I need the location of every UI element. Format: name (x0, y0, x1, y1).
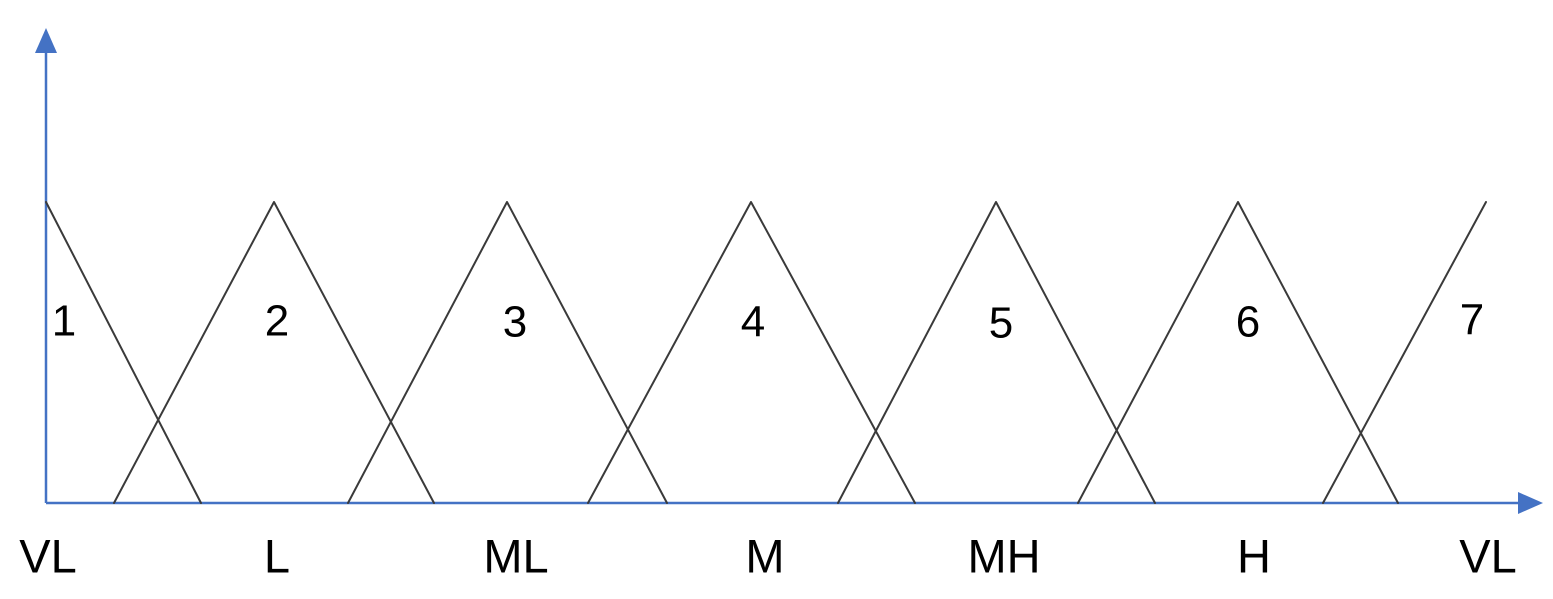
membership-function-line (587, 201, 916, 504)
x-axis-arrowhead (1518, 492, 1543, 514)
membership-function-number: 1 (52, 297, 76, 346)
membership-function-line (347, 201, 668, 504)
membership-function-line (1077, 201, 1399, 504)
membership-function-number: 2 (265, 297, 289, 346)
x-axis-term-label: VL (19, 530, 77, 583)
membership-function-line (837, 201, 1156, 504)
x-axis-term-label: ML (483, 530, 548, 583)
x-axis-term-label: H (1237, 530, 1271, 583)
membership-function-line (45, 201, 202, 504)
x-axis-term-label: MH (967, 530, 1040, 583)
membership-function-number: 5 (989, 299, 1013, 348)
x-axis-term-label: L (264, 530, 290, 583)
membership-function-number: 6 (1236, 298, 1260, 347)
membership-function-number: 3 (503, 298, 527, 347)
membership-function-line (1322, 201, 1487, 504)
membership-function-line (113, 201, 435, 504)
x-axis-term-label: M (745, 530, 784, 583)
membership-function-number: 4 (741, 298, 765, 347)
x-axis-term-label: VL (1459, 530, 1517, 583)
y-axis-arrowhead (35, 28, 57, 53)
membership-function-number: 7 (1460, 296, 1484, 345)
